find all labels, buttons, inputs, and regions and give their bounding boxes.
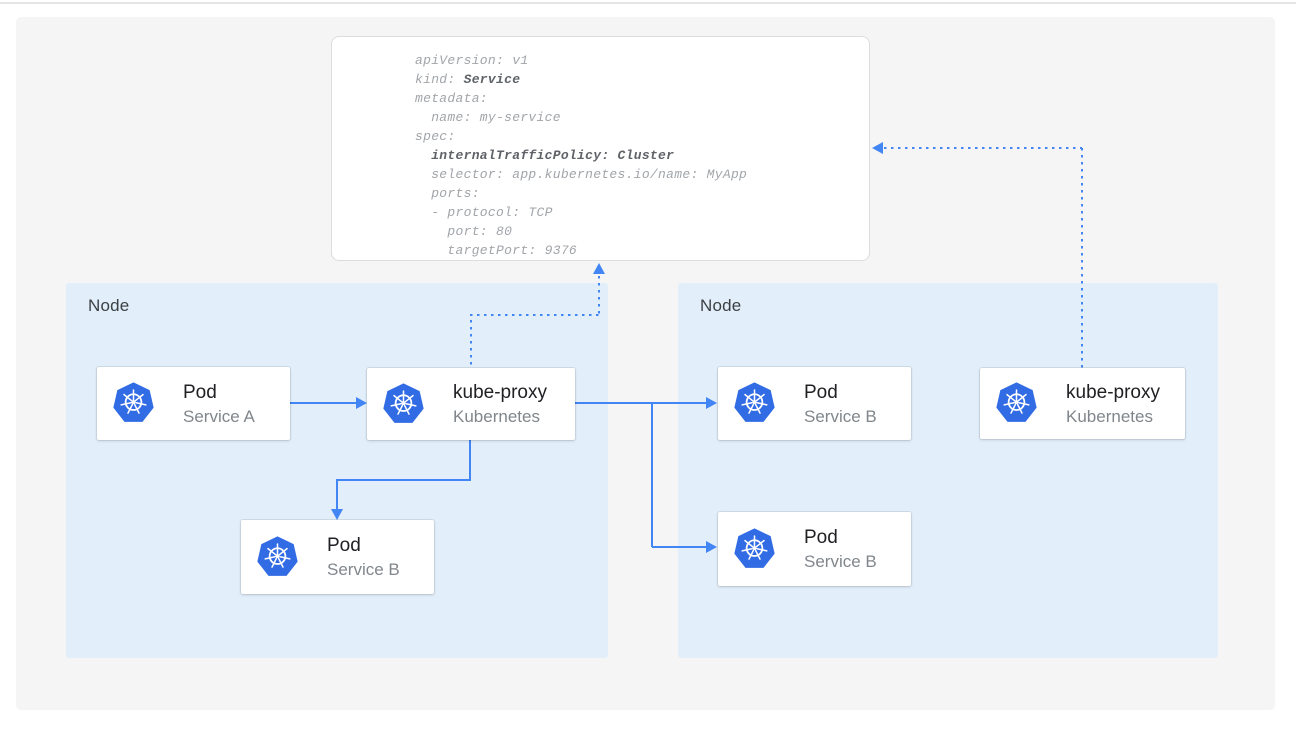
card-subtitle: Kubernetes [1066, 406, 1153, 426]
arrowhead-right-icon [706, 541, 717, 553]
top-divider [0, 2, 1296, 4]
arrow-kube-proxy-left-line [336, 479, 471, 481]
node-label: Node [88, 296, 130, 315]
node-label: Node [700, 296, 742, 315]
arrow-pod-a-to-kube-proxy [290, 402, 357, 404]
card-title: kube-proxy [1066, 381, 1160, 403]
card-title: Pod [327, 535, 361, 556]
pod-card-service-a: Pod Service A [97, 367, 290, 440]
card-title: kube-proxy [453, 382, 547, 403]
kube-proxy-card-right: kube-proxy Kubernetes [980, 368, 1185, 439]
kubernetes-icon [111, 381, 156, 426]
card-title: Pod [804, 381, 838, 403]
card-subtitle: Service A [183, 406, 255, 426]
arrow-to-pod-b-left-line [336, 480, 338, 510]
card-title: Pod [804, 527, 838, 548]
node-box-right: Node [678, 283, 1218, 658]
arrowhead-right-icon [356, 397, 367, 409]
arrow-kube-proxy-to-pod-b-right-top [575, 402, 707, 404]
kubernetes-icon [732, 381, 777, 426]
arrowhead-up-icon [593, 263, 605, 274]
arrow-branch-down-line [651, 403, 653, 547]
kubernetes-icon [381, 382, 426, 427]
dotted-kube-proxy-left-up-line [470, 320, 472, 368]
arrow-kube-proxy-down-line [469, 440, 471, 481]
dotted-kube-proxy-left-across-line [470, 314, 600, 316]
pod-card-service-b-right-bottom: Pod Service B [718, 512, 911, 586]
kubernetes-icon [255, 535, 300, 580]
card-subtitle: Service B [804, 552, 877, 571]
pod-card-service-b-left: Pod Service B [241, 520, 434, 594]
arrowhead-down-icon [331, 509, 343, 520]
pod-card-service-b-right-top: Pod Service B [718, 367, 911, 440]
card-subtitle: Service B [327, 560, 400, 579]
card-subtitle: Kubernetes [453, 407, 540, 426]
kubernetes-icon [732, 527, 777, 572]
card-subtitle: Service B [804, 406, 877, 426]
arrow-branch-to-pod-b-right-bottom [652, 546, 707, 548]
arrowhead-right-icon [706, 397, 717, 409]
arrowhead-left-icon [872, 142, 883, 154]
dotted-to-yaml-right-line [884, 147, 1082, 149]
node-box-left: Node [66, 283, 608, 658]
dotted-kube-proxy-right-up-line [1081, 148, 1083, 368]
kube-proxy-card-left: kube-proxy Kubernetes [367, 368, 575, 440]
dotted-to-yaml-bottom-line [598, 276, 600, 314]
kubernetes-icon [994, 381, 1039, 426]
card-title: Pod [183, 381, 217, 403]
